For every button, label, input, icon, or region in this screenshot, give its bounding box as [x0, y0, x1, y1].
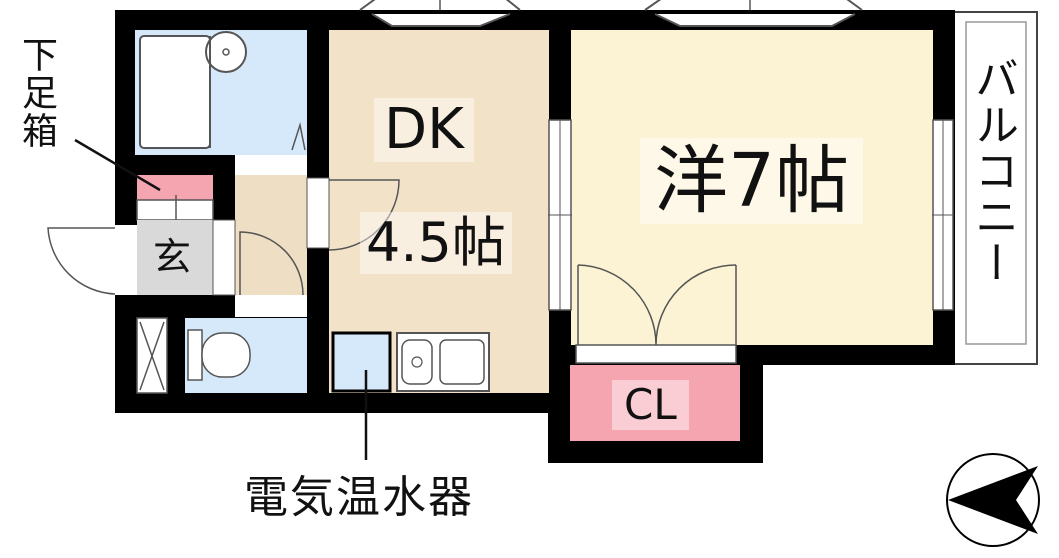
toilet-icon — [187, 329, 203, 381]
shoe-box-label: 下足箱 — [16, 36, 57, 150]
dk-name-label: DK — [374, 98, 474, 162]
closet — [570, 365, 740, 441]
entrance — [137, 220, 213, 295]
closet-label: CL — [612, 380, 689, 430]
closet-door-swing-icon — [577, 264, 737, 346]
entrance-label: 玄 — [153, 235, 192, 279]
water-heater-label: 電気温水器 — [244, 472, 474, 523]
water-heater — [331, 331, 392, 393]
bay-window-room — [644, 0, 863, 27]
bay-window-dk — [359, 0, 521, 27]
dk-door-swing-icon — [328, 179, 400, 251]
door-swing-icon — [239, 231, 304, 296]
bathtub-icon — [139, 35, 211, 149]
hallway — [235, 175, 307, 295]
sink-icon — [401, 339, 433, 385]
entrance-door-swing-icon — [47, 227, 116, 295]
washbasin-icon — [205, 31, 247, 73]
balcony-label: バルコニー — [967, 56, 1018, 286]
western-room-label: 洋7帖 — [640, 138, 864, 224]
shoe-box — [137, 175, 213, 200]
dk-size-label: 4.5帖 — [360, 212, 512, 274]
balcony — [952, 11, 1038, 365]
north-arrow-icon — [946, 453, 1040, 547]
shoe-box-leader — [74, 138, 161, 192]
western-room — [571, 30, 933, 345]
